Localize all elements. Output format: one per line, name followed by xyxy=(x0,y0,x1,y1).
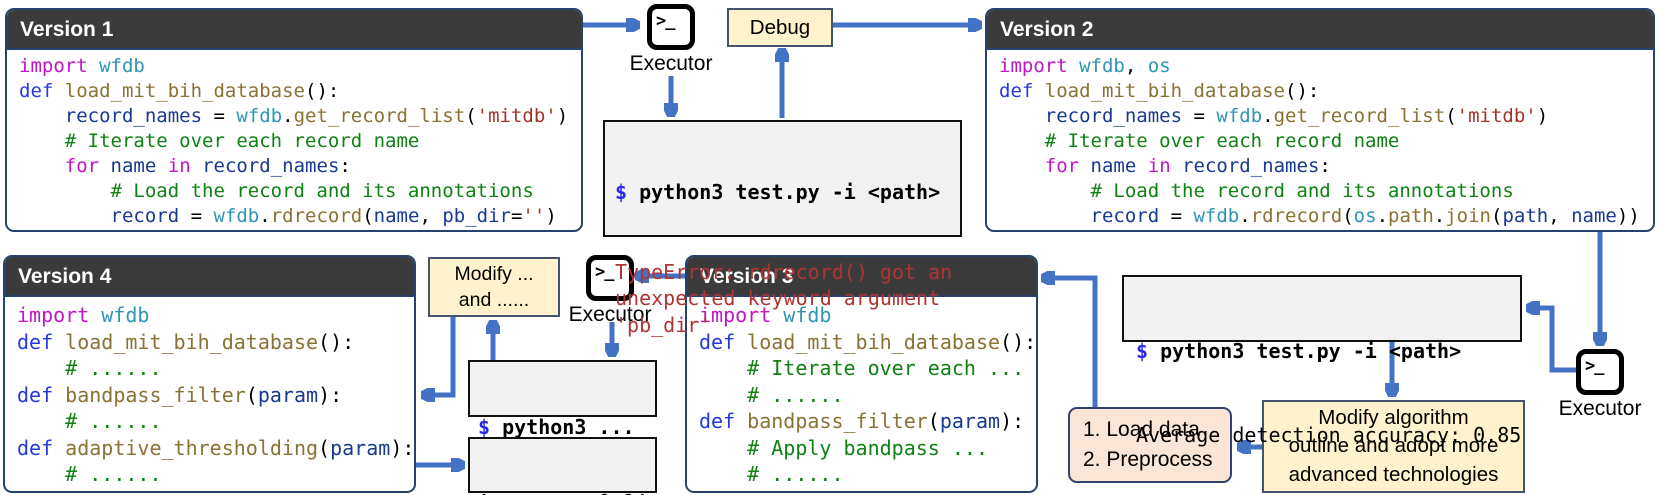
version1-title: Version 1 xyxy=(7,10,581,50)
terminal-prompt-glyph: >_ xyxy=(595,262,615,282)
plan-step: 1. Load data xyxy=(1083,418,1200,441)
code-line: # Iterate over each record name xyxy=(999,130,1400,152)
code-line: record_names = wfdb.get_record_list('mit… xyxy=(1044,105,1549,127)
terminal-output-line: 'pb_dir' xyxy=(615,312,712,337)
terminal-output-line: unexpected keyword argument xyxy=(615,286,941,310)
modify-algorithm-line: Modify algorithm xyxy=(1318,405,1469,429)
code-line: import wfdb xyxy=(19,55,145,77)
version1-box: Version 1 import wfdb def load_mit_bih_da… xyxy=(5,8,583,232)
code-line: def bandpass_filter(param): xyxy=(699,409,1025,433)
modify-algorithm-line: outline and adopt more xyxy=(1288,434,1499,458)
modify-step-box: Modify ... and ...... xyxy=(428,257,560,317)
terminal-prompt-glyph: >_ xyxy=(1585,356,1605,376)
code-line: # Load the record and its annotations xyxy=(999,180,1514,202)
code-line: # ...... xyxy=(699,382,844,407)
code-line: for name in record_names: xyxy=(64,155,351,177)
plan-box: 1. Load data 2. Preprocess xyxy=(1068,407,1232,483)
shell-prompt: $ xyxy=(478,415,491,439)
shell-command-line: $ python3 ... xyxy=(478,415,655,440)
version2-title: Version 2 xyxy=(987,10,1653,50)
terminal-icon: >_ xyxy=(647,4,695,50)
shell-command-line: $ python3 ... xyxy=(478,492,655,495)
arrow-modify-to-version4 xyxy=(424,317,456,395)
executor-right: >_ Executor xyxy=(1545,349,1655,421)
code-line: # ...... xyxy=(17,462,162,486)
code-line: def load_mit_bih_database(): xyxy=(19,80,340,102)
shell-prompt: $ xyxy=(615,180,628,204)
executor-label: Executor xyxy=(1558,397,1642,420)
terminal-output-line: TypeError: rdrecord() got an xyxy=(615,259,953,284)
code-line: # ...... xyxy=(17,409,162,433)
code-line: def load_mit_bih_database(): xyxy=(17,329,355,354)
plan-step: 2. Preprocess xyxy=(1083,448,1213,471)
code-line: def adaptive_thresholding(param): xyxy=(17,435,415,460)
shell-command-line: $ python3 test.py -i <path> xyxy=(615,179,960,206)
terminal-output-lines: Average detection accuracy: 0.85 xyxy=(1136,421,1522,449)
code-line: record_names = wfdb.get_record_list('mit… xyxy=(64,105,569,127)
modify-step-line: and ...... xyxy=(458,289,530,311)
code-line: def load_mit_bih_database(): xyxy=(699,329,1037,354)
shell-command: python3 ... xyxy=(490,492,634,495)
code-line: # Iterate over each ... xyxy=(699,356,1025,380)
terminal-output-line: Average detection accuracy: 0.85 xyxy=(1136,423,1522,447)
code-line: def load_mit_bih_database(): xyxy=(999,80,1320,102)
executor-label: Executor xyxy=(629,52,713,75)
code-line: import wfdb xyxy=(699,303,832,327)
debug-label: Debug xyxy=(749,15,811,39)
executor-middle: >_ Executor xyxy=(555,255,665,327)
shell-prompt: $ xyxy=(478,492,490,495)
terminal-output-error: $ python3 test.py -i <path> TypeError: r… xyxy=(603,120,962,337)
arrow-plan-to-version3 xyxy=(1044,278,1098,407)
code-line: # Load the record and its annotations xyxy=(19,180,534,202)
code-line: def bandpass_filter(param): xyxy=(17,382,343,407)
version4-title: Version 4 xyxy=(5,257,414,297)
version3-title: Version 3 xyxy=(687,257,1036,297)
version2-code: import wfdb, os def load_mit_bih_database… xyxy=(987,50,1653,229)
shell-command-line: $ python3 test.py -i <path> xyxy=(1136,337,1520,365)
terminal-output-accuracy-097: $ python3 ... Accuracy: 0.97 xyxy=(468,437,657,495)
shell-prompt: $ xyxy=(1136,339,1149,363)
executor-label: Executor xyxy=(568,303,652,326)
code-line: import wfdb, os xyxy=(999,55,1171,77)
executor-top: >_ Executor xyxy=(616,4,726,76)
modify-algorithm-box: Modify algorithm outline and adopt more … xyxy=(1262,400,1525,493)
terminal-prompt-glyph: >_ xyxy=(656,11,676,31)
code-line: for name in record_names: xyxy=(1044,155,1331,177)
code-line: # ...... xyxy=(17,356,162,380)
code-line: # Apply bandpass ... xyxy=(699,435,988,460)
terminal-icon: >_ xyxy=(1576,349,1624,395)
terminal-output-average-accuracy: $ python3 test.py -i <path> Average dete… xyxy=(1122,275,1522,447)
terminal-output-accuracy-094: $ python3 ... Accuracy: 0.94 xyxy=(468,360,657,495)
code-line: import wfdb xyxy=(17,303,150,327)
shell-command: python3 test.py -i <path> xyxy=(1148,339,1462,363)
shell-command: python3 test.py -i <path> xyxy=(627,180,941,204)
code-line: # Iterate over each record name xyxy=(19,130,420,152)
debug-step-box: Debug xyxy=(727,8,833,47)
code-line: record = wfdb.rdrecord(os.path.join(path… xyxy=(1090,205,1640,227)
modify-step-line: Modify ... xyxy=(454,263,534,285)
version2-box: Version 2 import wfdb, os def load_mit_bi… xyxy=(985,8,1655,232)
code-line: # ...... xyxy=(699,462,844,486)
terminal-icon: >_ xyxy=(586,255,634,301)
modify-algorithm-line: advanced technologies xyxy=(1288,462,1499,486)
code-line: record = wfdb.rdrecord(name, pb_dir='') xyxy=(110,205,557,227)
shell-command: python3 ... xyxy=(490,415,635,439)
